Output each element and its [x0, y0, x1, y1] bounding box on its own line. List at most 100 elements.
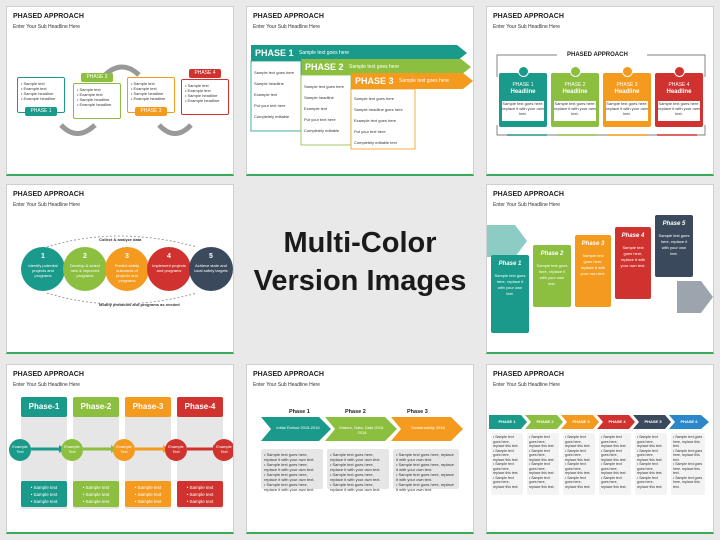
slide-title: PHASED APPROACH [253, 371, 324, 378]
phase-label-3: Phase 3 [407, 409, 428, 415]
phase-list-4: • Sample text• Sample text• Sample text [177, 481, 223, 507]
slide-thumbnail-2[interactable]: PHASED APPROACH Enter Your Sub Headline … [246, 6, 474, 176]
phase-header-1: Phase-1 [21, 397, 67, 417]
phase-label-1: PHASE 1 [25, 107, 57, 116]
card-phase-4: PHASE 4 [668, 82, 690, 88]
example-text-4: Example Text [168, 444, 184, 454]
slide-thumbnail-1[interactable]: PHASED APPROACH Enter Your Sub Headline … [6, 6, 234, 176]
slide-thumbnail-6[interactable]: PHASED APPROACH Enter Your Sub Headline … [6, 364, 234, 534]
slide-title: PHASED APPROACH [13, 371, 84, 378]
phase-chevrons [261, 417, 463, 441]
slide-title: PHASED APPROACH [493, 13, 564, 20]
phase-column-5: • Sample text goes here, replace this te… [635, 433, 667, 495]
slide-thumbnail-4[interactable]: PHASED APPROACH Enter Your Sub Headline … [6, 184, 234, 354]
center-heading: Multi-Color Version Images [242, 224, 478, 300]
center-heading-line-2: Version Images [253, 265, 467, 297]
phase-column-3: • Sample text goes here, replace this te… [563, 433, 595, 495]
phase-block-label-1: Phase 1 [498, 261, 522, 267]
card-phase-1: PHASE 1 [512, 82, 534, 88]
slide-title: PHASED APPROACH [493, 371, 564, 378]
phase-header-5: PHASE 5 [644, 419, 662, 424]
cycle-arrows [59, 64, 193, 136]
step-circle-5 [189, 247, 233, 291]
phase-header-3: PHASE 3 [572, 419, 590, 424]
step-circle-1 [21, 247, 65, 291]
card-icon-3 [622, 66, 633, 77]
phase-notes-1: • Sample text goes here, replace it with… [261, 449, 323, 492]
slide-subtitle: Enter Your Sub Headline Here [13, 382, 80, 388]
card-headline-1: Headline [510, 89, 536, 95]
phase-list-3: • Sample text• Sample text• Sample text [125, 481, 171, 507]
slide-subtitle: Enter Your Sub Headline Here [253, 382, 320, 388]
slide-title: PHASED APPROACH [13, 191, 84, 198]
slide-subtitle: Enter Your Sub Headline Here [13, 202, 80, 208]
phase-block-text-3: Sample text goes here, replace it with y… [580, 253, 606, 276]
card-headline-2: Headline [562, 89, 588, 95]
phase-label-2: PHASE 2 [81, 73, 113, 82]
card-body-3: Sample text goes here, replace it with y… [606, 101, 648, 121]
phase-block-2 [533, 245, 571, 307]
staircase-chevrons [487, 225, 713, 313]
step-number-3: 3 [125, 253, 129, 260]
slide-thumbnail-8[interactable]: PHASED APPROACH Enter Your Sub Headline … [486, 364, 714, 534]
phase-header-2: PHASE 2 [536, 419, 554, 424]
slide-title: PHASED APPROACH [253, 13, 324, 20]
phase-arrows [250, 45, 473, 150]
phase-header-4: PHASE 4 [608, 419, 626, 424]
phase-1-label: PHASE 1 [255, 48, 294, 58]
phase-label-4: PHASE 4 [189, 69, 221, 78]
slide-subtitle: Enter Your Sub Headline Here [493, 202, 560, 208]
phase-3-header-text: Sample text goes here [399, 78, 450, 84]
slide-subtitle: Enter Your Sub Headline Here [493, 24, 560, 30]
phase-label-2: Phase 2 [345, 409, 366, 415]
example-circle-4 [165, 439, 187, 461]
slide-thumbnail-7[interactable]: PHASED APPROACH Enter Your Sub Headline … [246, 364, 474, 534]
top-caption: Collect & analyze data [99, 237, 142, 242]
example-circle-3 [113, 439, 135, 461]
card-body-2: Sample text goes here, replace it with y… [554, 101, 596, 121]
chevron-text-2: Mature, Data, Data 2016-2018 [339, 425, 385, 435]
phase-block-5 [655, 215, 693, 277]
chevron-text-3: Sustainability 2018 [411, 425, 445, 430]
phase-block-text-5: Sample text goes here, replace it with y… [658, 233, 690, 256]
step-circle-2 [63, 247, 107, 291]
phase-header-6: PHASE 6 [680, 419, 698, 424]
phase-2-header-text: Sample text goes here [349, 64, 400, 70]
slide-thumbnail-3[interactable]: PHASED APPROACH Enter Your Sub Headline … [486, 6, 714, 176]
slide-subtitle: Enter Your Sub Headline Here [253, 24, 320, 30]
phase-header-arrows [489, 415, 709, 429]
step-circle-4 [147, 247, 191, 291]
frame-lines [496, 54, 706, 136]
card-icon-2 [570, 66, 581, 77]
phase-column-2: • Sample text goes here, replace this te… [527, 433, 559, 495]
phase-list-1: • Sample text• Sample text• Sample text [21, 481, 67, 507]
step-circle-3 [105, 247, 149, 291]
phase-label-1: Phase 1 [289, 409, 310, 415]
card-body-1: Sample text goes here, replace it with y… [502, 101, 544, 121]
phase-block-text-2: Sample text goes here, replace it with y… [536, 263, 568, 286]
example-circle-5 [213, 439, 233, 461]
phase-list-2: • Sample text• Sample text• Sample text [73, 481, 119, 507]
phase-box-2 [73, 83, 121, 119]
card-phase-3: PHASE 3 [616, 82, 638, 88]
example-text-2: Example Text [64, 444, 80, 454]
chevron-text-1: Initial Rollout 2015-2016 [276, 425, 320, 430]
phase-1-bullets: • Sample text• Example text• Sample head… [21, 81, 56, 101]
example-circle-2 [61, 439, 83, 461]
phase-column-1: • Sample text goes here, replace this te… [491, 433, 523, 495]
phase-header-1: PHASE 1 [498, 419, 516, 424]
flow-arrows [31, 445, 219, 453]
slide-thumbnail-5[interactable]: PHASED APPROACH Enter Your Sub Headline … [486, 184, 714, 354]
step-text-4: Implement projects and programs [152, 263, 186, 273]
phase-2-label: PHASE 2 [305, 62, 344, 72]
phase-block-3 [575, 235, 611, 307]
phase-label-3: PHASE 3 [135, 107, 167, 116]
center-heading-line-1: Multi-Color [283, 227, 437, 259]
slide-subtitle: Enter Your Sub Headline Here [13, 24, 80, 30]
phase-block-label-2: Phase 2 [540, 251, 564, 257]
phase-header-3: Phase-3 [125, 397, 171, 417]
phase-3-bullets: • Sample text• Example text• Sample head… [131, 81, 166, 101]
